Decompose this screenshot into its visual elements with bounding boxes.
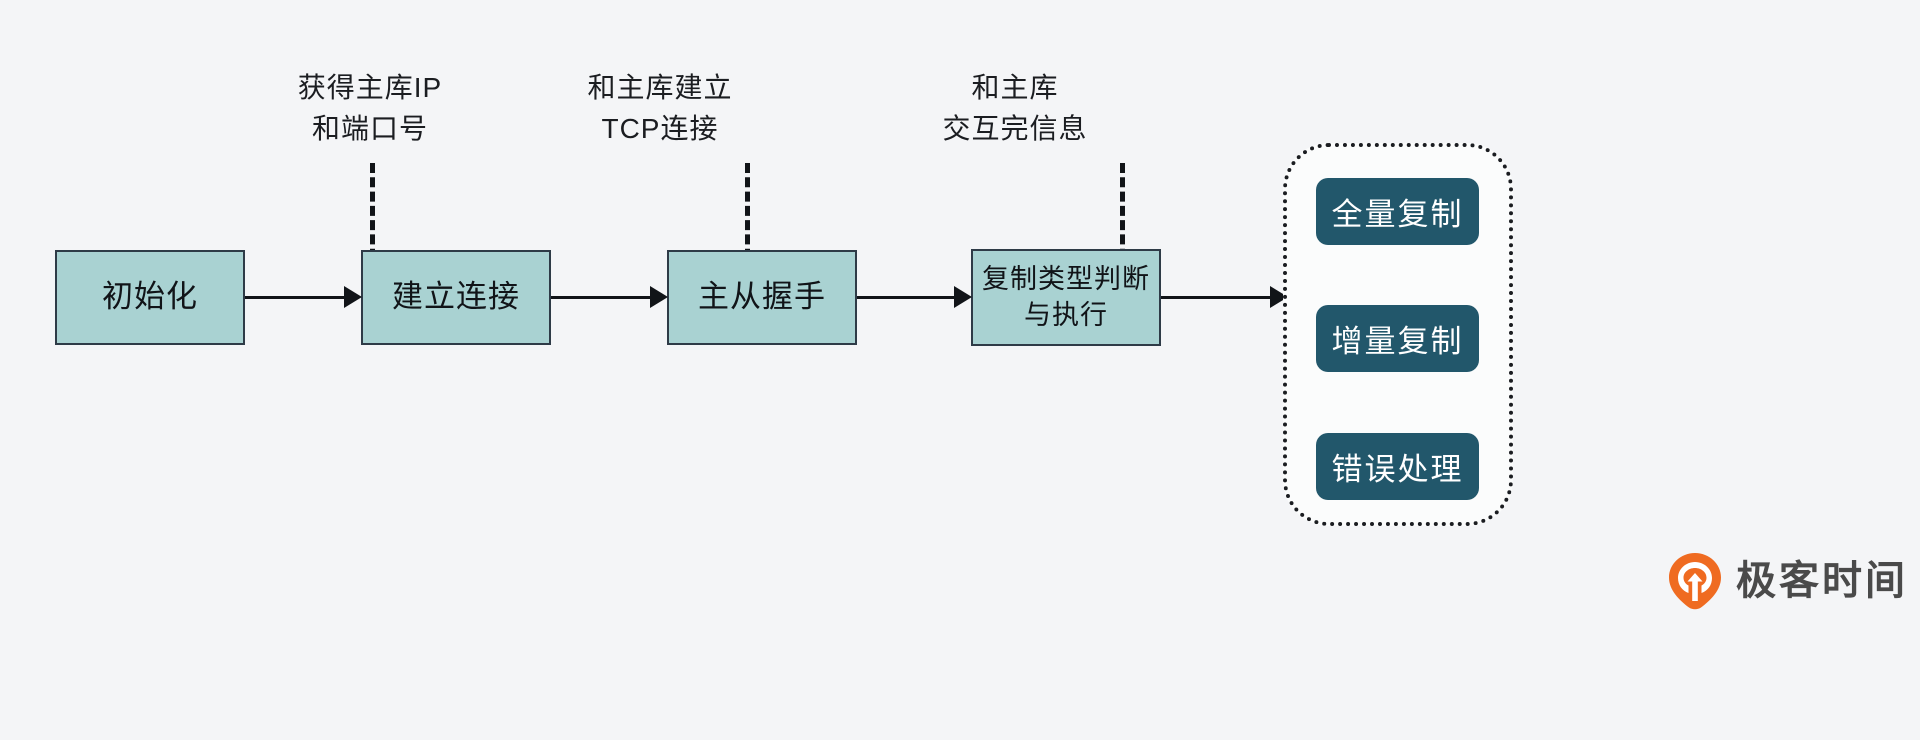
process-step-establish-connection[interactable]: 建立连接 — [361, 250, 551, 345]
flow-arrow-1-head — [344, 286, 362, 308]
process-step-initialize[interactable]: 初始化 — [55, 250, 245, 345]
dashed-connector-2 — [745, 163, 750, 273]
process-step-replication-type[interactable]: 复制类型判断 与执行 — [971, 249, 1161, 346]
geektime-pin-icon — [1669, 553, 1721, 610]
result-chip-incremental-sync[interactable]: 增量复制 — [1316, 305, 1479, 372]
brand-name: 极客时间 — [1736, 559, 1908, 603]
annotation-note-1: 获得主库IP 和端口号 — [297, 72, 443, 144]
process-step-handshake[interactable]: 主从握手 — [667, 250, 857, 345]
annotation-note-3: 和主库 交互完信息 — [942, 72, 1088, 144]
flow-arrow-1-line — [245, 296, 345, 299]
flow-arrow-3-line — [857, 296, 955, 299]
flow-arrow-3-head — [954, 286, 972, 308]
brand-watermark: 极客时间 — [1668, 552, 1908, 610]
flow-arrow-4-line — [1161, 296, 1271, 299]
dashed-connector-3 — [1120, 163, 1125, 273]
result-chip-error-handling[interactable]: 错误处理 — [1316, 433, 1479, 500]
flow-arrow-2-head — [650, 286, 668, 308]
result-chip-full-sync[interactable]: 全量复制 — [1316, 178, 1479, 245]
annotation-note-2: 和主库建立 TCP连接 — [587, 72, 733, 144]
flow-arrow-2-line — [551, 296, 651, 299]
dashed-connector-1 — [370, 163, 375, 273]
